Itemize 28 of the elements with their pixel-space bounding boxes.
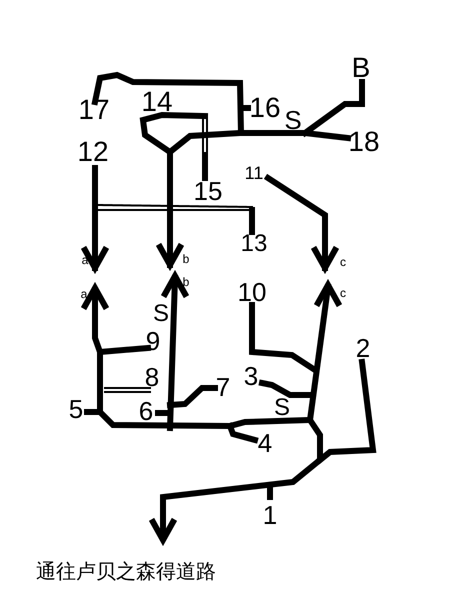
stair-mark: S	[274, 396, 290, 420]
stair-mark: S	[284, 107, 302, 133]
caption: 通往卢贝之森得道路	[36, 558, 216, 585]
path-number: 18	[348, 128, 380, 156]
path-number: 17	[78, 96, 110, 124]
path-number: 11	[244, 164, 264, 182]
exit-letter: b	[182, 253, 190, 265]
path-number: 8	[144, 364, 160, 390]
path-number: 15	[194, 178, 222, 204]
exit-letter: b	[182, 276, 190, 288]
path-number: 1	[262, 502, 278, 528]
path-number: 6	[138, 398, 154, 424]
exit-letter: a	[82, 254, 88, 266]
stair-mark: S	[153, 302, 169, 326]
path-number: 14	[141, 88, 173, 116]
path-number: 7	[216, 374, 230, 400]
path-number: 3	[244, 363, 258, 389]
path-number: 4	[258, 430, 272, 456]
path-number: 10	[238, 279, 266, 305]
location-letter: B	[352, 54, 370, 82]
path-number: 5	[68, 396, 84, 422]
path-number: 2	[356, 335, 370, 361]
path-number: 12	[77, 138, 109, 166]
exit-letter: a	[80, 288, 88, 300]
path-number: 13	[240, 232, 268, 256]
exit-letter: c	[340, 256, 346, 268]
exit-letter: c	[340, 287, 346, 299]
path-number: 16	[249, 94, 281, 122]
